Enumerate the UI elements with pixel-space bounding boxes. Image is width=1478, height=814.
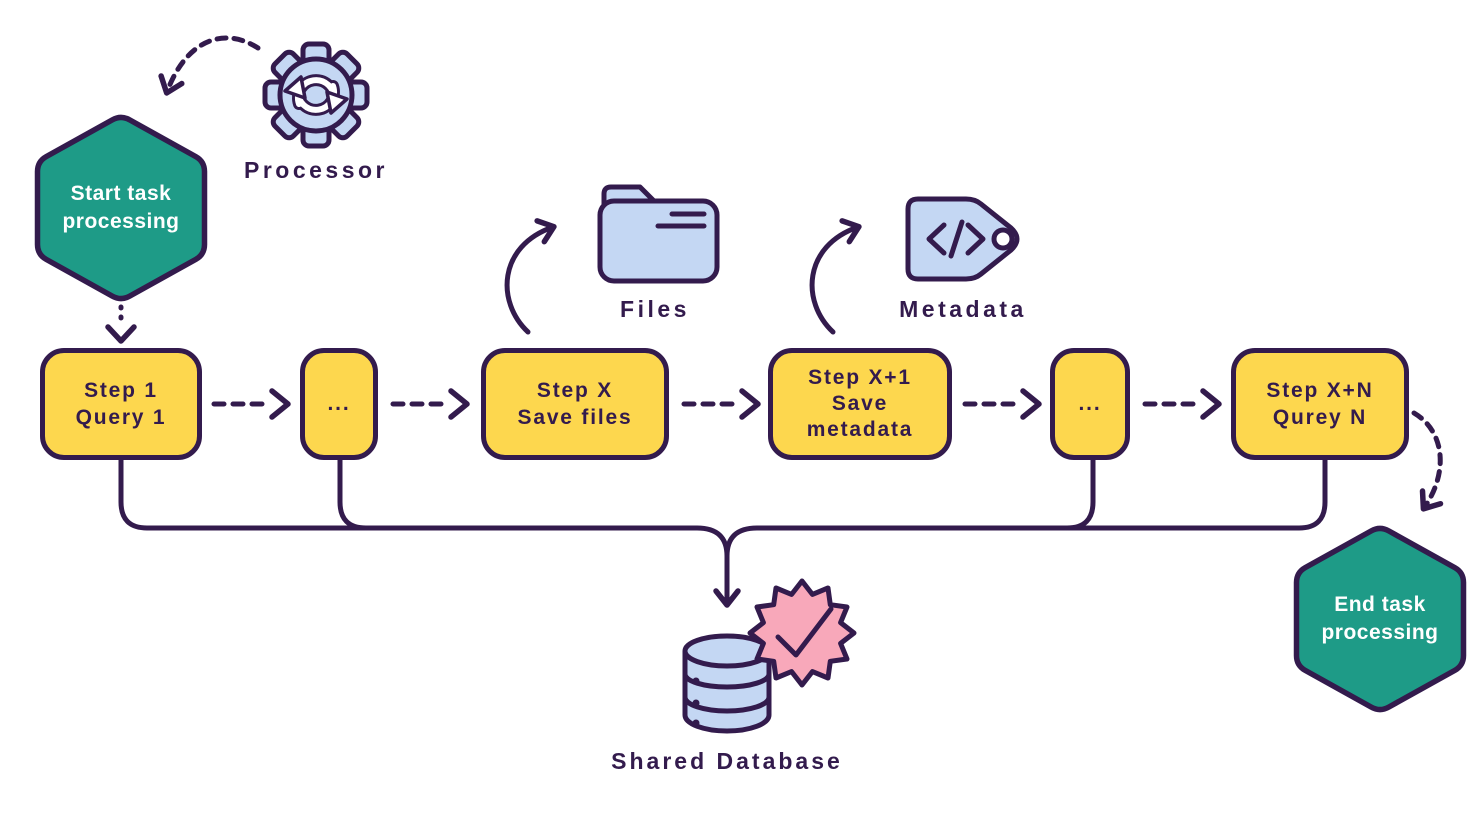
step-box-step-x1: Step X+1 Save metadata bbox=[768, 348, 952, 460]
step-box-ellipsis-b: ... bbox=[1050, 348, 1130, 460]
arrow-processor-to-start bbox=[158, 35, 261, 96]
sync-arrows-icon bbox=[283, 74, 349, 116]
step-box-step-xn: Step X+N Qurey N bbox=[1231, 348, 1409, 460]
bus-right-to-database bbox=[724, 457, 1328, 559]
check-seal-icon bbox=[747, 578, 857, 688]
checkmark bbox=[775, 606, 834, 658]
arrow-start-to-step1-head bbox=[105, 324, 137, 344]
metadata-tag-icon bbox=[905, 196, 1020, 282]
files-folder-icon bbox=[597, 184, 720, 284]
end-node-label: End task processing bbox=[1321, 593, 1439, 644]
arrowhead bbox=[1200, 388, 1222, 420]
step-box-ellipsis-a: ... bbox=[300, 348, 378, 460]
arrow-step-x1-to-metadata bbox=[809, 218, 862, 335]
bus-join-ellipsis-a bbox=[337, 457, 369, 531]
processor-gear-icon bbox=[262, 41, 370, 149]
files-label: Files bbox=[620, 295, 690, 322]
arrow-step-xn-to-end bbox=[1411, 410, 1444, 512]
code-glyph bbox=[926, 219, 986, 259]
arrowhead bbox=[448, 388, 470, 420]
arrow-step-x-to-files bbox=[504, 218, 557, 335]
start-node-label: Start task processing bbox=[62, 182, 180, 233]
step-box-step1: Step 1 Query 1 bbox=[40, 348, 202, 460]
bus-left-to-database bbox=[118, 457, 741, 608]
arrowhead bbox=[739, 388, 761, 420]
arrowhead bbox=[1020, 388, 1042, 420]
processor-label: Processor bbox=[243, 156, 388, 183]
shared-database-label: Shared Database bbox=[611, 747, 843, 774]
tag-hole bbox=[991, 227, 1015, 251]
bus-join-ellipsis-b bbox=[1064, 457, 1096, 531]
step-box-step-x: Step X Save files bbox=[481, 348, 669, 460]
database-icon bbox=[682, 633, 772, 734]
metadata-label: Metadata bbox=[899, 295, 1027, 322]
arrowhead bbox=[269, 388, 291, 420]
